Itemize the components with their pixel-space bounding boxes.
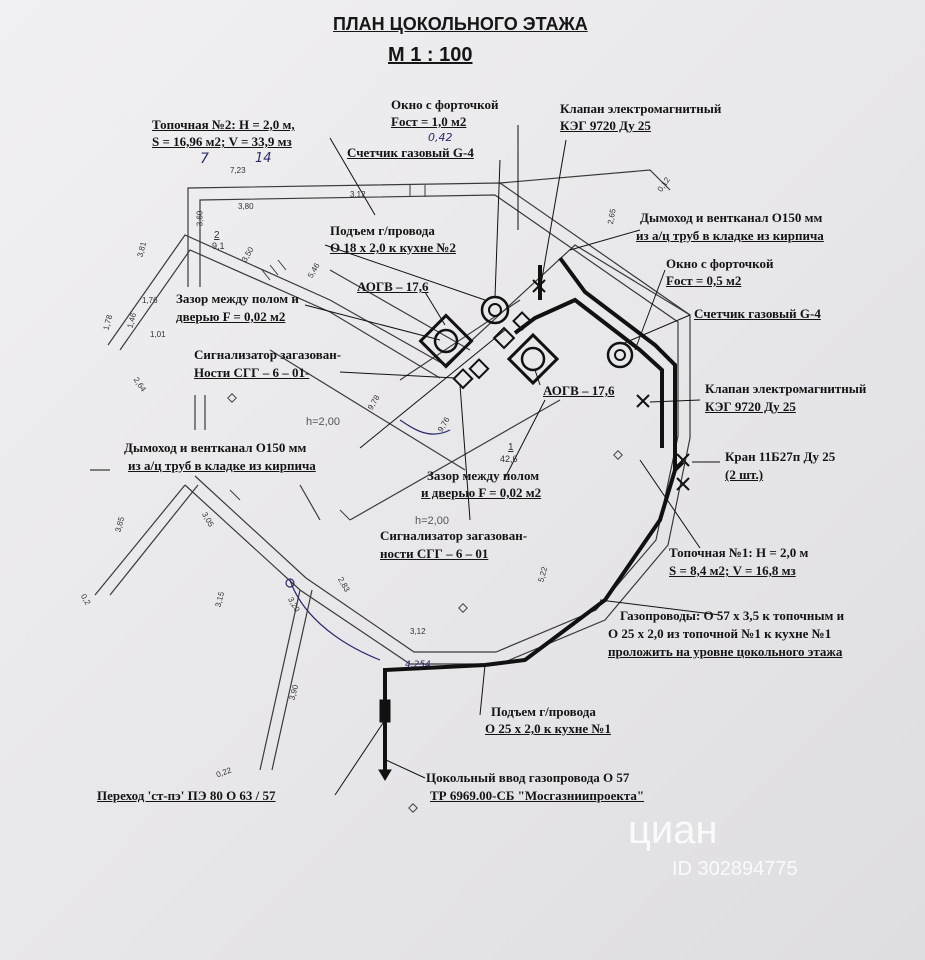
dimension-label: 7,23 — [230, 166, 246, 175]
door-gap-center-label: Зазор между полом — [427, 468, 540, 483]
gas-tap-count: (2 шт.) — [725, 467, 764, 482]
appliances — [378, 279, 690, 781]
riser-1-size: О 25 х 2,0 к кухне №1 — [485, 721, 611, 736]
leader-lines — [304, 125, 721, 796]
pipe-transition-label: Переход 'ст-пэ' ПЭ 80 О 63 / 57 — [97, 788, 276, 803]
markers — [227, 393, 623, 813]
dimension-label: 1,76 — [142, 296, 158, 305]
room-area-center: 42,6 — [500, 454, 518, 464]
building-walls — [90, 169, 691, 771]
room-number-left: 2 — [214, 230, 220, 241]
valve-top-label: Клапан электромагнитный — [560, 101, 722, 116]
valve-top-model: КЭГ 9720 Ду 25 — [560, 118, 651, 133]
door-gap-left-area: дверью F = 0,02 м2 — [176, 309, 286, 324]
boiler-room-2-height: Топочная №2: Н = 2,0 м, — [152, 117, 295, 132]
gas-pipes-note-2: О 25 х 2,0 из топочной №1 к кухне №1 — [608, 626, 832, 641]
chimney-left-material: из а/ц труб в кладке из кирпича — [128, 458, 316, 473]
window-top-area: Fост = 1,0 м2 — [391, 114, 467, 129]
handwritten-note: 0,42 — [428, 131, 453, 144]
handwritten-note: 7 — [200, 151, 209, 167]
riser-1-label: Подъем г/провода — [491, 704, 596, 719]
plan-scale: М 1 : 100 — [388, 44, 473, 66]
boiler-left-label: АОГВ – 17,6 — [357, 279, 429, 294]
handwritten-note: 4,254 — [405, 660, 431, 670]
dimension-label: 3,80 — [238, 202, 254, 211]
dimension-label: 3,12 — [350, 190, 366, 199]
room-area-left: 9,1 — [212, 241, 225, 251]
ceiling-height-left: h=2,00 — [306, 416, 340, 428]
plan-title: ПЛАН ЦОКОЛЬНОГО ЭТАЖА — [333, 14, 588, 34]
gas-inlet-reference: ТР 6969.00-СБ "Мосгазниипроекта" — [430, 788, 645, 803]
gas-alarm-center-model: ности СГГ – 6 – 01 — [380, 546, 489, 561]
chimney-top-material: из а/ц труб в кладке из кирпича — [636, 228, 824, 243]
dimension-label: 3,60 — [195, 210, 205, 227]
window-right-label: Окно с форточкой — [666, 256, 774, 271]
gas-pipes-note-1: Газопроводы: О 57 х 3,5 к топочным и — [620, 608, 845, 623]
handwritten-marks — [285, 419, 451, 661]
handwritten-note: 14 — [255, 151, 272, 166]
dimension-ticks — [229, 185, 426, 521]
ceiling-height-center: h=2,00 — [415, 515, 449, 527]
boiler-room-1-area: S = 8,4 м2; V = 16,8 мз — [669, 563, 796, 578]
gas-meter-top-label: Счетчик газовый G-4 — [347, 145, 474, 160]
dimension-label: 3,12 — [410, 627, 426, 636]
room-number-center: 1 — [508, 442, 514, 453]
watermark-brand: циан — [628, 808, 718, 852]
window-right-area: Fост = 0,5 м2 — [666, 273, 742, 288]
gas-meter-right-label: Счетчик газовый G-4 — [694, 306, 821, 321]
gas-tap-label: Кран 11Б27п Ду 25 — [725, 449, 836, 464]
valve-right-label: Клапан электромагнитный — [705, 381, 867, 396]
valve-right-model: КЭГ 9720 Ду 25 — [705, 399, 796, 414]
gas-pipes — [383, 256, 685, 772]
door-gap-left-label: Зазор между полом и — [176, 291, 299, 306]
gas-pipes-note-3: проложить на уровне цокольного этажа — [608, 644, 843, 659]
riser-2-label: Подъем г/провода — [330, 223, 435, 238]
watermark-id: ID 302894775 — [672, 858, 798, 880]
door-gap-center-area: и дверью F = 0,02 м2 — [421, 485, 542, 500]
boiler-room-1-height: Топочная №1: Н = 2,0 м — [669, 545, 809, 560]
boiler-right-label: АОГВ – 17,6 — [543, 383, 615, 398]
chimney-left-label: Дымоход и вентканал О150 мм — [124, 440, 307, 455]
dimension-label: 1,01 — [150, 330, 166, 339]
gas-alarm-center-label: Сигнализатор загазован- — [380, 528, 528, 543]
boiler-room-2-area: S = 16,96 м2; V = 33,9 мз — [152, 134, 292, 149]
chimney-top-label: Дымоход и вентканал О150 мм — [640, 210, 823, 225]
gas-alarm-left-model: Ности СГГ – 6 – 01- — [194, 365, 310, 380]
window-top-label: Окно с форточкой — [391, 97, 499, 112]
gas-inlet-label: Цокольный ввод газопровода О 57 — [426, 770, 630, 785]
gas-alarm-left-label: Сигнализатор загазован- — [194, 347, 342, 362]
riser-2-size: О 18 х 2,0 к кухне №2 — [330, 240, 456, 255]
